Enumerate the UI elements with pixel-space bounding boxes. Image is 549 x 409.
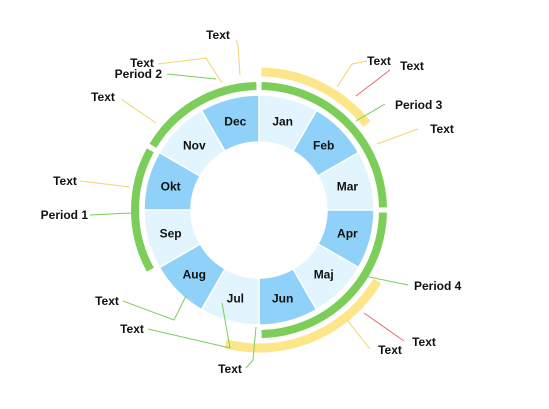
month-label-aug: Aug (183, 268, 206, 282)
month-segment-dec (200, 94, 260, 153)
period-label-2: Period 1 (41, 208, 89, 222)
callout-connector-15 (147, 302, 231, 349)
highlight-arc-2 (224, 278, 382, 353)
callout-label-10: Text (95, 294, 119, 308)
month-label-maj: Maj (314, 268, 334, 282)
period-connector-1 (166, 73, 217, 80)
period-arc-1 (131, 148, 154, 272)
diagram-labels: JanFebMarAprMajJunJulAugSepOktNovDecPeri… (41, 28, 462, 376)
period-connector-3 (355, 103, 386, 122)
month-label-sep: Sep (160, 227, 182, 241)
month-label-feb: Feb (313, 138, 334, 152)
callout-label-9: Text (378, 343, 402, 357)
period-connector-4 (359, 274, 409, 286)
month-label-jul: Jul (227, 291, 244, 305)
callout-label-7: Text (430, 122, 454, 136)
callout-connector-7 (120, 98, 157, 124)
period-label-4: Period 4 (414, 279, 462, 293)
highlight-arc-1 (261, 67, 371, 127)
highlight-arcs (224, 67, 382, 353)
callout-connector-16 (245, 326, 257, 369)
month-label-okt: Okt (161, 179, 181, 193)
month-label-dec: Dec (224, 115, 246, 129)
callout-label-11: Text (120, 322, 144, 336)
period-label-1: Period 2 (115, 67, 163, 81)
callout-connector-14 (122, 295, 187, 321)
month-label-jan: Jan (272, 115, 293, 129)
callout-connector-8 (79, 180, 131, 188)
callout-label-2: Text (130, 56, 154, 70)
callout-connector-11 (376, 128, 419, 145)
month-label-nov: Nov (183, 138, 206, 152)
period-arc-3 (261, 82, 387, 208)
month-label-mar: Mar (337, 179, 359, 193)
month-label-apr: Apr (337, 227, 358, 241)
period-connector-2 (89, 212, 132, 216)
callout-label-5: Text (367, 54, 391, 68)
callout-connector-13 (346, 319, 371, 350)
period-arc-2 (149, 82, 257, 148)
callout-connector-12 (363, 312, 405, 342)
period-arc-4 (261, 212, 387, 338)
callout-connector-5 (235, 39, 241, 76)
callout-label-1: Text (206, 28, 230, 42)
callout-connector-9 (336, 60, 368, 88)
callout-connectors (79, 39, 419, 369)
callout-label-12: Text (218, 362, 242, 376)
month-label-jun: Jun (272, 291, 293, 305)
callout-connector-10 (355, 69, 391, 97)
callout-connector-6 (157, 57, 223, 84)
month-segments (143, 94, 375, 326)
callout-label-4: Text (53, 174, 77, 188)
period-label-3: Period 3 (395, 98, 443, 112)
period-arcs (131, 82, 387, 338)
callout-label-3: Text (91, 90, 115, 104)
callout-label-8: Text (412, 335, 436, 349)
callout-label-6: Text (400, 59, 424, 73)
